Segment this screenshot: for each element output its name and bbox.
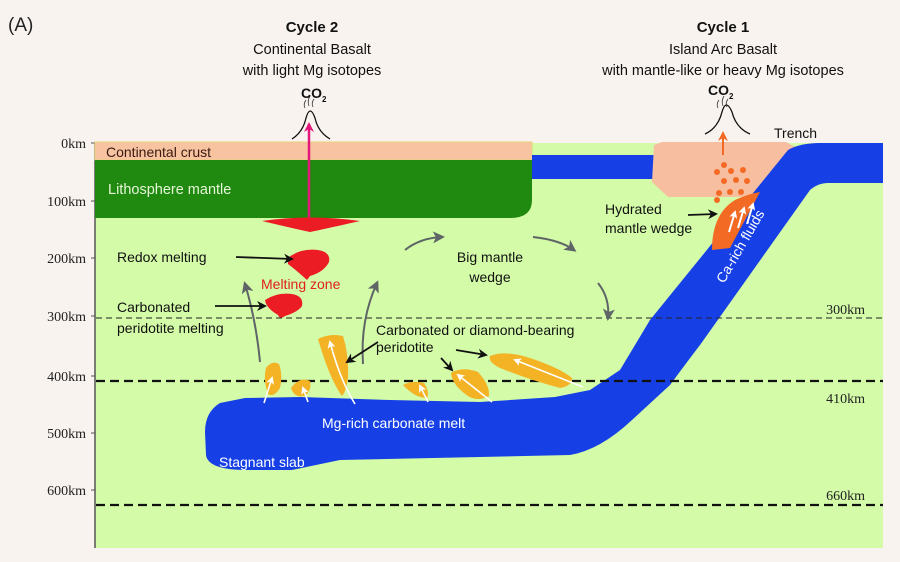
continental-crust-label: Continental crust	[106, 144, 211, 160]
cycle2-title: Cycle 2	[286, 19, 339, 36]
panel-label: (A)	[8, 15, 33, 36]
arc-melt-droplets	[714, 162, 750, 203]
mg-carbonate-melt-label: Mg-rich carbonate melt	[322, 415, 465, 431]
cycle1-steam-icon	[716, 95, 729, 109]
depth-tick-label: 300km	[47, 310, 86, 325]
cycle2-co2: CO2	[301, 85, 327, 104]
cycle1-line1: Island Arc Basalt	[669, 42, 777, 58]
depth-tick-label: 200km	[47, 252, 86, 267]
diamond-peridotite-label-2: peridotite	[376, 339, 434, 355]
mantle-flow-arrows	[241, 231, 615, 365]
redox-melt-blob	[288, 249, 330, 280]
depth-tick-label: 400km	[47, 370, 86, 385]
redox-melting-label: Redox melting	[117, 249, 207, 265]
cycle1-title: Cycle 1	[697, 19, 750, 36]
cycle1-co2: CO2	[708, 82, 734, 101]
depth-tick-label: 100km	[47, 195, 86, 210]
peridotite-blob	[489, 353, 572, 388]
big-mantle-wedge-label-1: Big mantle	[457, 249, 523, 265]
pointer-arrows	[215, 209, 718, 372]
diamond-peridotite-label-1: Carbonated or diamond-bearing	[376, 322, 574, 338]
carbonated-melting-label-1: Carbonated	[117, 299, 190, 315]
cycle2-line1: Continental Basalt	[253, 42, 371, 58]
cycle1-volcano-icon	[704, 104, 751, 135]
cycle2-line2: with light Mg isotopes	[242, 63, 382, 79]
cycle2-volcano-icon	[291, 110, 331, 140]
discontinuity-label: 410km	[826, 392, 865, 407]
stagnant-slab-label: Stagnant slab	[219, 454, 305, 470]
oceanic-plate	[532, 155, 654, 179]
depth-ticks	[91, 142, 95, 491]
discontinuity-label: 660km	[826, 489, 865, 504]
discontinuity-label: 300km	[826, 303, 865, 318]
cycle1-line2: with mantle-like or heavy Mg isotopes	[601, 63, 844, 79]
big-mantle-wedge-label-2: wedge	[468, 269, 510, 285]
lithosphere-mantle	[95, 160, 532, 218]
hydrated-wedge-label-1: Hydrated	[605, 201, 662, 217]
melt-ascent-arrows	[263, 340, 584, 405]
depth-tick-label: 0km	[61, 137, 86, 152]
carbonated-melting-label-2: peridotite melting	[117, 320, 224, 336]
trench-label: Trench	[774, 125, 817, 141]
depth-tick-label: 500km	[47, 427, 86, 442]
cycle2-steam-icon	[303, 95, 315, 109]
depth-tick-label: 600km	[47, 484, 86, 499]
arc-crust	[652, 142, 797, 197]
lithosphere-mantle-label: Lithosphere mantle	[108, 182, 231, 198]
carbonated-melt-blob	[265, 293, 303, 318]
subducting-slab	[205, 143, 883, 470]
hydrated-wedge-label-2: mantle wedge	[605, 220, 692, 236]
fluid-arrows	[728, 202, 756, 233]
melting-zone-label: Melting zone	[261, 276, 341, 292]
peridotite-blob	[318, 335, 349, 396]
melt-lens	[262, 217, 360, 232]
